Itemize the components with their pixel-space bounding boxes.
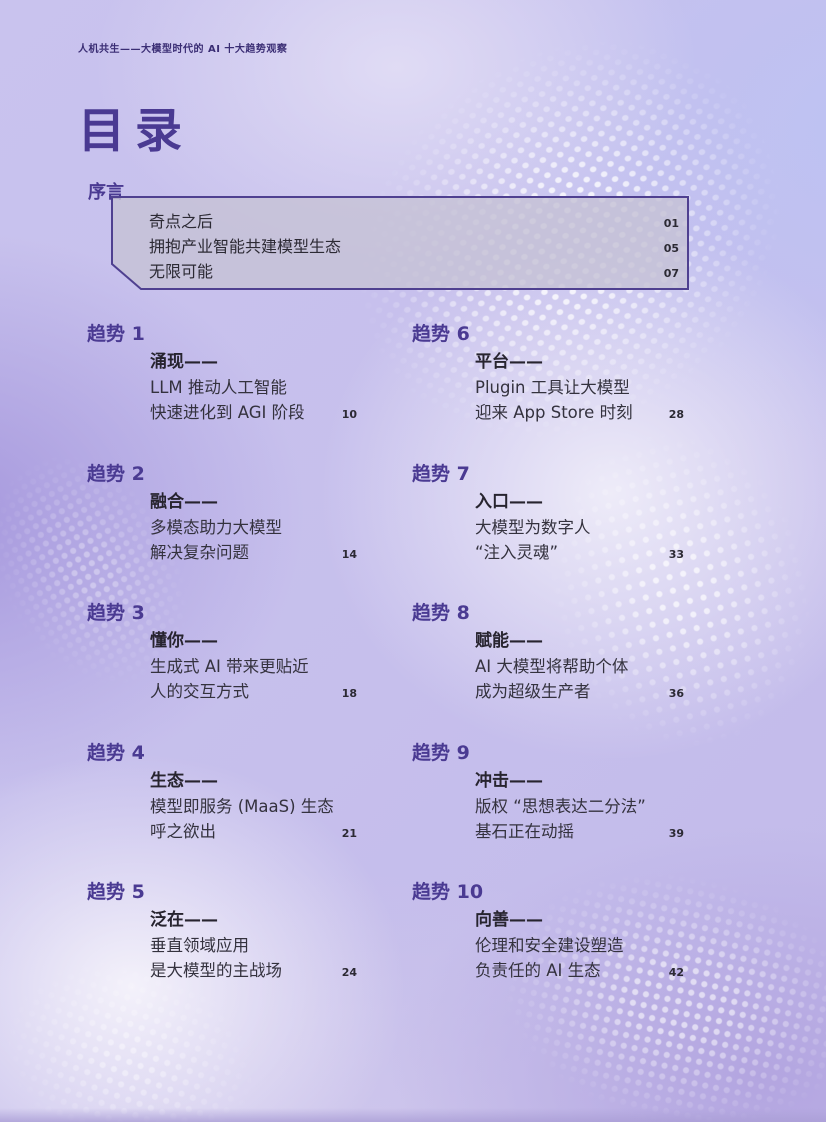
trend-line: 伦理和安全建设塑造: [475, 936, 624, 955]
trend-body: 入口—— 大模型为数字人 “注入灵魂”: [475, 490, 739, 565]
trend-entry-9[interactable]: 趋势 9 冲击—— 版权 “思想表达二分法” 基石正在动摇 39: [412, 742, 739, 882]
trend-subtitle: 平台——: [475, 352, 543, 372]
trend-page-number: 10: [341, 408, 357, 421]
trend-body: 涌现—— LLM 推动人工智能 快速进化到 AGI 阶段: [150, 350, 412, 425]
document-header: 人机共生——大模型时代的 AI 十大趋势观察: [78, 44, 288, 55]
trend-entry-3[interactable]: 趋势 3 懂你—— 生成式 AI 带来更贴近 人的交互方式 18: [87, 602, 412, 742]
trend-subtitle: 涌现——: [150, 352, 218, 372]
trend-subtitle: 生态——: [150, 770, 218, 791]
trend-body: 融合—— 多模态助力大模型 解决复杂问题: [150, 490, 412, 565]
toc-entry[interactable]: 拥抱产业智能共建模型生态 05: [149, 233, 679, 258]
trend-label: 趋势 2: [87, 462, 145, 485]
trend-subtitle: 泛在——: [150, 910, 218, 930]
trend-entry-8[interactable]: 趋势 8 赋能—— AI 大模型将帮助个体 成为超级生产者 36: [412, 602, 739, 742]
trend-entry-5[interactable]: 趋势 5 泛在—— 垂直领域应用 是大模型的主战场 24: [87, 881, 412, 1021]
preface-box-outline: [111, 196, 689, 290]
toc-entry[interactable]: 奇点之后 01: [149, 208, 679, 233]
trend-body: 懂你—— 生成式 AI 带来更贴近 人的交互方式: [150, 629, 412, 704]
trend-entry-1[interactable]: 趋势 1 涌现—— LLM 推动人工智能 快速进化到 AGI 阶段 10: [87, 323, 412, 463]
toc-entry-page: 07: [663, 267, 679, 280]
trend-body: 冲击—— 版权 “思想表达二分法” 基石正在动摇: [475, 769, 739, 844]
trend-label: 趋势 3: [87, 602, 145, 624]
toc-entry-title: 无限可能: [149, 262, 214, 281]
trend-entry-7[interactable]: 趋势 7 入口—— 大模型为数字人 “注入灵魂” 33: [412, 463, 739, 603]
toc-entry-page: 01: [663, 217, 679, 230]
trend-line: 垂直领域应用: [150, 936, 249, 955]
trend-page-number: 28: [668, 408, 684, 421]
trend-label: 趋势 8: [412, 602, 470, 624]
trend-page-number: 21: [341, 826, 357, 840]
trend-line: AI 大模型将帮助个体: [475, 657, 629, 676]
trend-subtitle: 懂你——: [150, 631, 218, 651]
trend-page-number: 36: [668, 687, 684, 700]
trend-line: LLM 推动人工智能: [150, 378, 287, 397]
trend-line: 解决复杂问题: [150, 542, 249, 562]
trend-line: 大模型为数字人: [475, 517, 591, 537]
trend-page-number: 33: [668, 547, 684, 561]
trend-subtitle: 融合——: [150, 491, 218, 512]
trend-label: 趋势 9: [412, 741, 470, 764]
page-bottom-edge: [0, 1108, 826, 1122]
trend-page-number: 39: [668, 826, 684, 840]
toc-entry-title: 奇点之后: [149, 212, 214, 231]
trend-body: 泛在—— 垂直领域应用 是大模型的主战场: [150, 908, 412, 983]
toc-entry-title: 拥抱产业智能共建模型生态: [149, 237, 342, 256]
trends-grid: 趋势 1 涌现—— LLM 推动人工智能 快速进化到 AGI 阶段 10 趋势 …: [87, 323, 739, 1021]
page-title: 目录: [78, 104, 192, 159]
trend-label: 趋势 7: [412, 462, 470, 485]
trend-page-number: 24: [341, 966, 357, 979]
trend-page-number: 14: [341, 547, 357, 561]
toc-entry-page: 05: [663, 242, 679, 255]
trend-page-number: 18: [341, 687, 357, 700]
trend-line: 生成式 AI 带来更贴近: [150, 657, 309, 676]
trend-body: 平台—— Plugin 工具让大模型 迎来 App Store 时刻: [475, 350, 739, 425]
trend-label: 趋势 6: [412, 323, 470, 345]
trend-body: 生态—— 模型即服务 (MaaS) 生态 呼之欲出: [150, 769, 412, 844]
toc-entry[interactable]: 无限可能 07: [149, 258, 679, 283]
trend-subtitle: 向善——: [475, 910, 543, 930]
trend-line: 快速进化到 AGI 阶段: [150, 403, 305, 422]
trend-line: 版权 “思想表达二分法”: [475, 796, 646, 816]
trend-subtitle: 赋能——: [475, 631, 543, 651]
trend-label: 趋势 10: [412, 881, 484, 903]
trend-entry-6[interactable]: 趋势 6 平台—— Plugin 工具让大模型 迎来 App Store 时刻 …: [412, 323, 739, 463]
trend-body: 赋能—— AI 大模型将帮助个体 成为超级生产者: [475, 629, 739, 704]
preface-box: 奇点之后 01 拥抱产业智能共建模型生态 05 无限可能 07: [111, 196, 689, 290]
trend-line: 人的交互方式: [150, 682, 249, 701]
trend-subtitle: 冲击——: [475, 770, 543, 791]
trend-line: 基石正在动摇: [475, 821, 574, 841]
trend-line: 成为超级生产者: [475, 682, 591, 701]
trend-entry-10[interactable]: 趋势 10 向善—— 伦理和安全建设塑造 负责任的 AI 生态 42: [412, 881, 739, 1021]
trend-label: 趋势 1: [87, 323, 145, 345]
trend-entry-2[interactable]: 趋势 2 融合—— 多模态助力大模型 解决复杂问题 14: [87, 463, 412, 603]
trend-line: 是大模型的主战场: [150, 961, 282, 980]
trend-line: 负责任的 AI 生态: [475, 961, 601, 980]
trend-page-number: 42: [668, 966, 684, 979]
trend-body: 向善—— 伦理和安全建设塑造 负责任的 AI 生态: [475, 908, 739, 983]
trend-line: Plugin 工具让大模型: [475, 378, 630, 397]
trend-line: 迎来 App Store 时刻: [475, 403, 633, 422]
trend-entry-4[interactable]: 趋势 4 生态—— 模型即服务 (MaaS) 生态 呼之欲出 21: [87, 742, 412, 882]
trend-line: 呼之欲出: [150, 821, 216, 841]
trend-line: 多模态助力大模型: [150, 517, 282, 537]
trend-line: “注入灵魂”: [475, 542, 559, 562]
trend-line: 模型即服务 (MaaS) 生态: [150, 796, 334, 816]
trend-label: 趋势 4: [87, 741, 145, 764]
trend-label: 趋势 5: [87, 881, 145, 903]
trend-subtitle: 入口——: [475, 491, 543, 512]
preface-item-list: 奇点之后 01 拥抱产业智能共建模型生态 05 无限可能 07: [149, 208, 679, 283]
